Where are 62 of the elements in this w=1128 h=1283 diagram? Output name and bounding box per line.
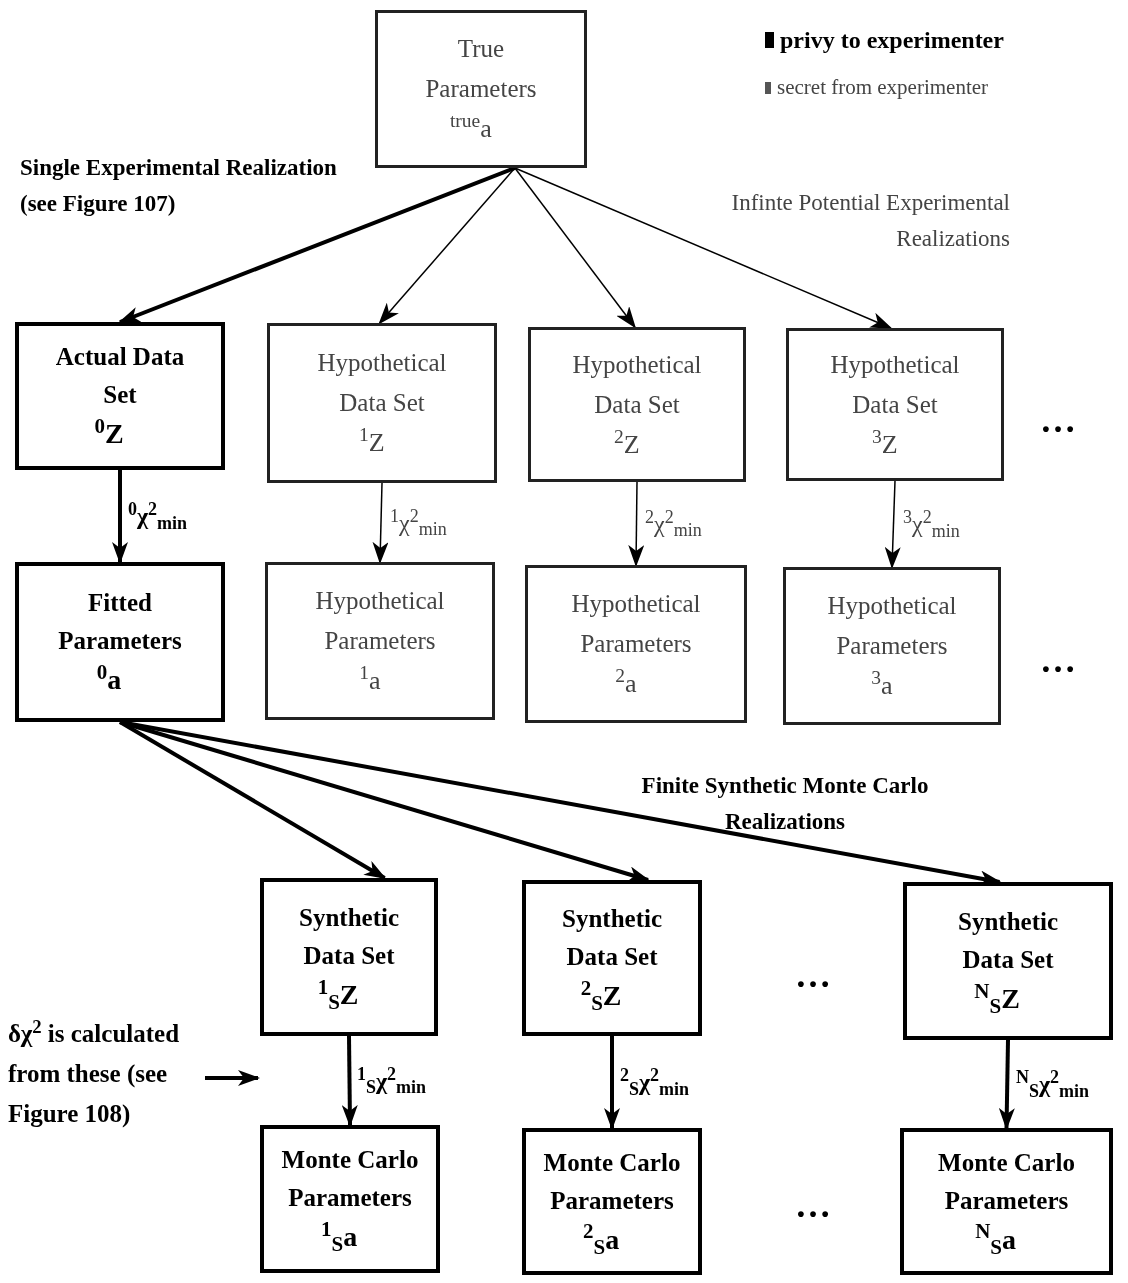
box-title: Monte Carlo Parameters xyxy=(937,1147,1076,1216)
ellipsis: … xyxy=(795,1185,831,1225)
symbol-label: $^{3}$a⃗ xyxy=(871,666,913,702)
edge-label: Finite Synthetic Monte Carlo Realizations xyxy=(640,772,930,836)
note-text: δχ$^{2}$ is calculated from these (see Figure 108) xyxy=(8,1014,181,1129)
process-box xyxy=(786,328,1004,481)
symbol-label: $^{2}$Z⃗ xyxy=(614,424,660,461)
edge-label: Single Experimental Realization (see Figure 107) xyxy=(20,154,338,218)
process-box xyxy=(267,323,497,483)
process-box xyxy=(522,880,702,1036)
box-title: Monte Carlo Parameters xyxy=(280,1145,420,1213)
process-box xyxy=(265,562,495,720)
process-box xyxy=(525,565,747,723)
symbol-label: $^{1}$Z⃗ xyxy=(359,423,405,459)
box-title: Synthetic Data Set xyxy=(957,907,1059,975)
box-title: Hypothetical Data Set xyxy=(571,349,703,420)
arrow xyxy=(514,167,893,329)
edge-label: Infinte Potential Experimental Realizations xyxy=(730,189,1010,253)
legend-text: privy to experimenter xyxy=(780,26,1004,55)
box-title: Synthetic Data Set xyxy=(561,904,663,972)
symbol-label: $^{true}$a⃗ xyxy=(449,109,513,145)
arrow xyxy=(205,1070,260,1086)
arrow xyxy=(378,167,516,325)
process-box xyxy=(903,882,1113,1040)
arrow xyxy=(118,166,516,324)
symbol-label: $^{0}$a⃗ xyxy=(96,660,144,697)
box-title: Hypothetical Data Set xyxy=(829,349,961,420)
process-box xyxy=(375,10,587,168)
box-title: Hypothetical Parameters xyxy=(314,586,446,656)
process-box xyxy=(15,322,225,470)
process-box xyxy=(260,1125,440,1273)
box-title: Hypothetical Data Set xyxy=(316,348,448,418)
box-title: Hypothetical Parameters xyxy=(826,591,958,661)
process-box xyxy=(900,1128,1113,1275)
box-title: True Parameters xyxy=(424,34,538,104)
legend-text: secret from experimenter xyxy=(777,74,989,101)
ellipsis: … xyxy=(1040,640,1076,680)
symbol-label: $^{3}$Z⃗ xyxy=(872,424,918,461)
ellipsis: … xyxy=(1040,400,1076,440)
symbol-label: $^{2}$a⃗ xyxy=(615,664,657,700)
arrow xyxy=(341,1035,358,1127)
arrow xyxy=(119,720,387,880)
process-box xyxy=(15,562,225,722)
symbol-label: $^{1}$a⃗ xyxy=(359,661,401,697)
symbol-label: $^{0}$Z⃗ xyxy=(94,414,146,451)
box-title: Synthetic Data Set xyxy=(298,903,400,971)
process-box xyxy=(522,1128,702,1275)
box-title: Fitted Parameters xyxy=(57,588,183,656)
arrow xyxy=(884,480,901,569)
box-title: Monte Carlo Parameters xyxy=(542,1147,682,1216)
arrow xyxy=(998,1039,1015,1130)
process-box xyxy=(528,327,746,482)
process-box xyxy=(783,567,1001,725)
ellipsis: … xyxy=(795,955,831,995)
arrow xyxy=(372,482,389,564)
arrow xyxy=(514,167,636,329)
arrow xyxy=(112,470,128,564)
process-box xyxy=(260,878,438,1036)
box-title: Hypothetical Parameters xyxy=(570,589,702,659)
arrow xyxy=(628,481,645,567)
box-title: Actual Data Set xyxy=(54,342,186,410)
arrow xyxy=(604,1036,620,1130)
